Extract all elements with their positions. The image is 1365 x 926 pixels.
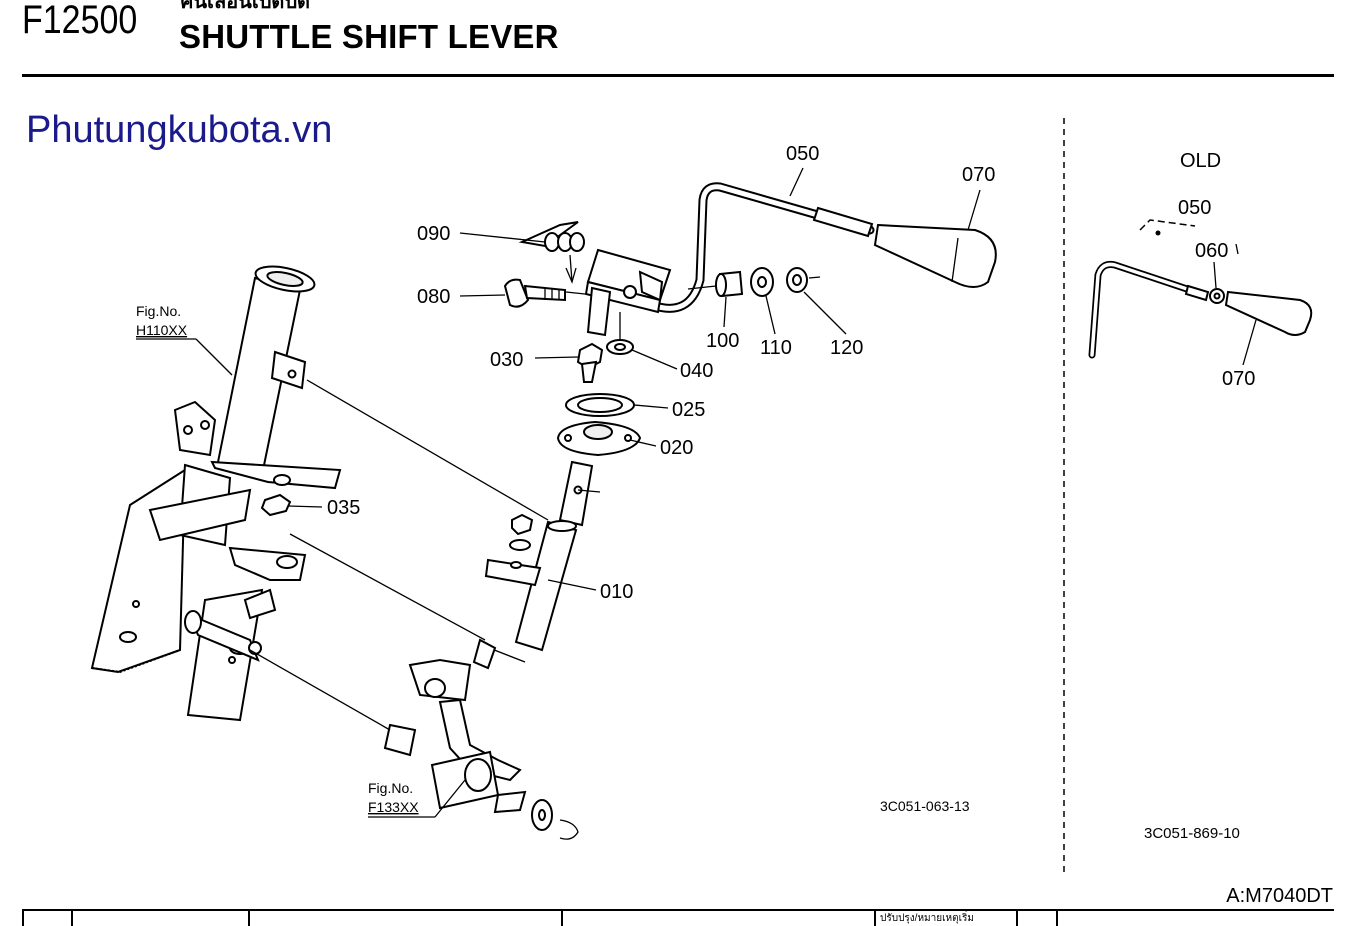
ref-top-code[interactable]: H110XX [136,322,188,338]
old-heading: OLD [1180,150,1221,172]
label-020: 020 [660,437,693,459]
shaft-010 [484,460,601,652]
bolt-080 [503,278,586,308]
label-050: 050 [786,143,819,165]
old-label-060: 060 [1195,240,1228,262]
footer-cell-divider [1056,911,1058,926]
gasket-025 [565,393,635,417]
old-label-070: 070 [1222,368,1255,390]
footer-cell-divider [71,911,73,926]
label-030: 030 [490,349,523,371]
header-rule [22,74,1334,77]
shift-lever-050 [647,182,875,313]
ref-bottom-prefix: Fig.No. [368,780,413,796]
label-120: 120 [830,337,863,359]
footer-cell-divider [22,911,24,926]
label-090: 090 [417,223,450,245]
label-040: 040 [680,360,713,382]
footer-cell-divider [561,911,563,926]
footer-cell-divider [1016,911,1018,926]
steering-column-assembly [90,265,342,722]
page-title: SHUTTLE SHIFT LEVER [179,18,559,55]
washer-040 [606,312,634,355]
footer-cell-divider [248,911,250,926]
ref-top-prefix: Fig.No. [136,303,181,319]
model-code: A:M7040DT [1226,885,1333,907]
pivot-bracket [584,248,672,337]
label-070: 070 [962,164,995,186]
washers-100-120 [687,267,821,298]
label-025: 025 [672,399,705,421]
linkage-rod [249,638,579,840]
label-100: 100 [706,330,739,352]
label-010: 010 [600,581,633,603]
label-110: 110 [760,337,792,359]
label-035: 035 [327,497,360,519]
old-label-050: 050 [1178,197,1211,219]
diagram-id-old: 3C051-869-10 [1144,825,1240,842]
flange-020 [556,420,642,457]
knob-070 [873,223,997,288]
bolt-030 [576,342,604,383]
diagram-id-main: 3C051-063-13 [880,798,970,814]
old-lever-assembly [1088,219,1313,359]
part-group-code: F12500 [22,0,138,42]
label-080: 080 [417,286,450,308]
footer-cell-note: ปรับปรุง/หมายเหตุเริ่ม [880,913,974,924]
footer-rule [22,909,1334,911]
spring-090 [518,221,585,284]
watermark-link[interactable]: Phutungkubota.vn [26,109,333,151]
ref-bottom-code[interactable]: F133XX [368,799,419,815]
title-thai: คันเลื่อนเปิดปิด [180,0,311,13]
footer-cell-divider [874,911,876,926]
